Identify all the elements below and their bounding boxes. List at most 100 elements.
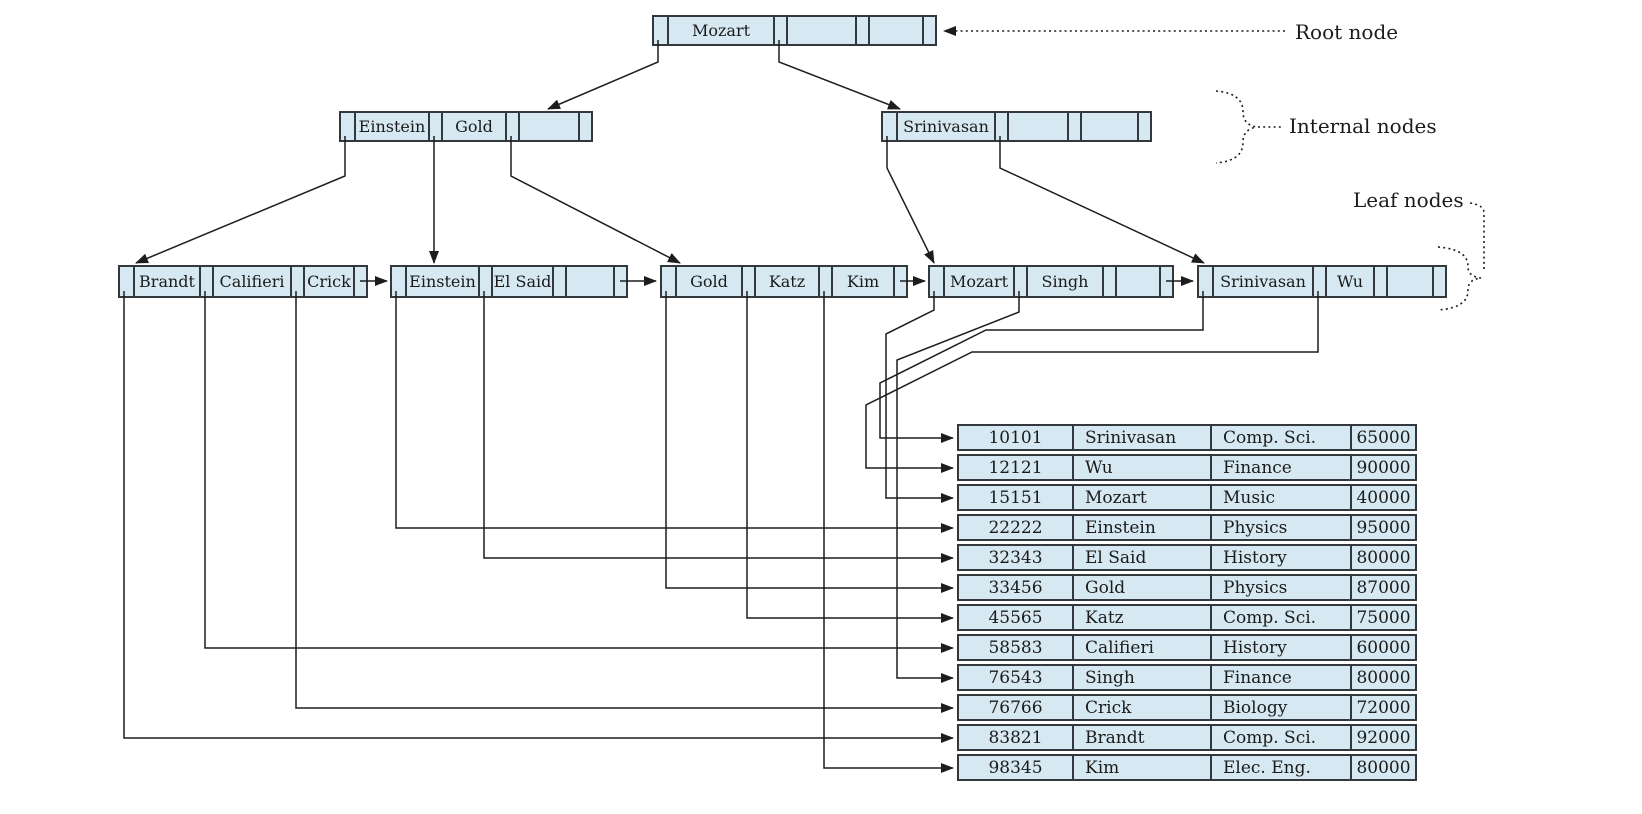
record-dept: History (1210, 546, 1350, 569)
internal-node-1: Einstein Gold (339, 111, 593, 142)
record-dept: History (1210, 636, 1350, 659)
record-name: El Said (1072, 546, 1210, 569)
pointer-cell (1312, 267, 1325, 296)
key-cell: Gold (675, 267, 741, 296)
pointer-cell (654, 17, 667, 44)
pointer-cell (578, 113, 591, 140)
table-row: 15151 Mozart Music 40000 (957, 484, 1417, 511)
pointer-cell (922, 17, 935, 44)
leaf-nodes-leader (1469, 202, 1485, 272)
key-cell (1386, 267, 1432, 296)
record-name: Crick (1072, 696, 1210, 719)
record-salary: 87000 (1350, 576, 1415, 599)
key-cell (1007, 113, 1067, 140)
record-salary: 40000 (1350, 486, 1415, 509)
record-dept: Comp. Sci. (1210, 606, 1350, 629)
key-cell: Katz (754, 267, 818, 296)
key-cell (565, 267, 613, 296)
internal-nodes-brace (1215, 90, 1257, 164)
record-id: 12121 (988, 457, 1043, 478)
table-row: 32343 El Said History 80000 (957, 544, 1417, 571)
record-name: Wu (1072, 456, 1210, 479)
table-row: 33456 Gold Physics 87000 (957, 574, 1417, 601)
pointer-cell (818, 267, 831, 296)
root-node: Mozart (652, 15, 937, 46)
key-cell: Einstein (354, 113, 428, 140)
key-cell: Mozart (943, 267, 1013, 296)
record-name: Gold (1072, 576, 1210, 599)
key-cell: Srinivasan (896, 113, 994, 140)
record-salary: 90000 (1350, 456, 1415, 479)
pointer-cell (613, 267, 626, 296)
table-row: 98345 Kim Elec. Eng. 80000 (957, 754, 1417, 781)
record-id: 10101 (988, 427, 1043, 448)
record-table: 10101 Srinivasan Comp. Sci. 65000 12121 … (957, 424, 1417, 784)
record-dept: Comp. Sci. (1210, 426, 1350, 449)
pointer-cell (552, 267, 565, 296)
record-name: Katz (1072, 606, 1210, 629)
record-salary: 72000 (1350, 696, 1415, 719)
key-cell (786, 17, 855, 44)
label-root-node: Root node (1295, 20, 1399, 44)
table-row: 10101 Srinivasan Comp. Sci. 65000 (957, 424, 1417, 451)
key-cell: Crick (303, 267, 353, 296)
record-salary: 75000 (1350, 606, 1415, 629)
record-name: Brandt (1072, 726, 1210, 749)
key-cell: El Said (491, 267, 552, 296)
pointer-cell (120, 267, 133, 296)
record-name: Einstein (1072, 516, 1210, 539)
pointer-cell (1102, 267, 1115, 296)
pointer-cell (392, 267, 405, 296)
record-salary: 92000 (1350, 726, 1415, 749)
record-id: 76766 (988, 697, 1043, 718)
key-cell (1080, 113, 1137, 140)
table-row: 76543 Singh Finance 80000 (957, 664, 1417, 691)
record-dept: Biology (1210, 696, 1350, 719)
record-name: Califieri (1072, 636, 1210, 659)
pointer-cell (290, 267, 303, 296)
key-cell: Kim (831, 267, 893, 296)
pointer-cell (893, 267, 906, 296)
record-id: 98345 (988, 757, 1043, 778)
record-dept: Finance (1210, 666, 1350, 689)
key-cell (518, 113, 578, 140)
record-name: Kim (1072, 756, 1210, 779)
leaf-node-3: Gold Katz Kim (660, 265, 908, 298)
internal-node-2: Srinivasan (881, 111, 1152, 142)
record-dept: Elec. Eng. (1210, 756, 1350, 779)
record-id: 22222 (988, 517, 1043, 538)
table-row: 45565 Katz Comp. Sci. 75000 (957, 604, 1417, 631)
table-row: 22222 Einstein Physics 95000 (957, 514, 1417, 541)
pointer-cell (773, 17, 786, 44)
label-internal-nodes: Internal nodes (1289, 114, 1437, 138)
record-salary: 65000 (1350, 426, 1415, 449)
record-salary: 60000 (1350, 636, 1415, 659)
record-id: 83821 (988, 727, 1043, 748)
record-id: 32343 (988, 547, 1043, 568)
pointer-cell (1199, 267, 1212, 296)
key-cell: Wu (1325, 267, 1373, 296)
pointer-cell (883, 113, 896, 140)
record-salary: 80000 (1350, 666, 1415, 689)
pointer-cell (1159, 267, 1172, 296)
key-cell: Singh (1026, 267, 1102, 296)
pointer-cell (662, 267, 675, 296)
pointer-cell (994, 113, 1007, 140)
record-salary: 80000 (1350, 546, 1415, 569)
key-cell: Brandt (133, 267, 199, 296)
record-name: Srinivasan (1072, 426, 1210, 449)
record-salary: 95000 (1350, 516, 1415, 539)
pointer-cell (741, 267, 754, 296)
key-cell (868, 17, 922, 44)
label-leaf-nodes: Leaf nodes (1353, 188, 1464, 212)
record-salary: 80000 (1350, 756, 1415, 779)
key-cell: Einstein (405, 267, 478, 296)
pointer-cell (505, 113, 518, 140)
record-id: 15151 (988, 487, 1043, 508)
table-row: 76766 Crick Biology 72000 (957, 694, 1417, 721)
pointer-cell (930, 267, 943, 296)
record-id: 76543 (988, 667, 1043, 688)
pointer-cell (199, 267, 212, 296)
pointer-cell (353, 267, 366, 296)
